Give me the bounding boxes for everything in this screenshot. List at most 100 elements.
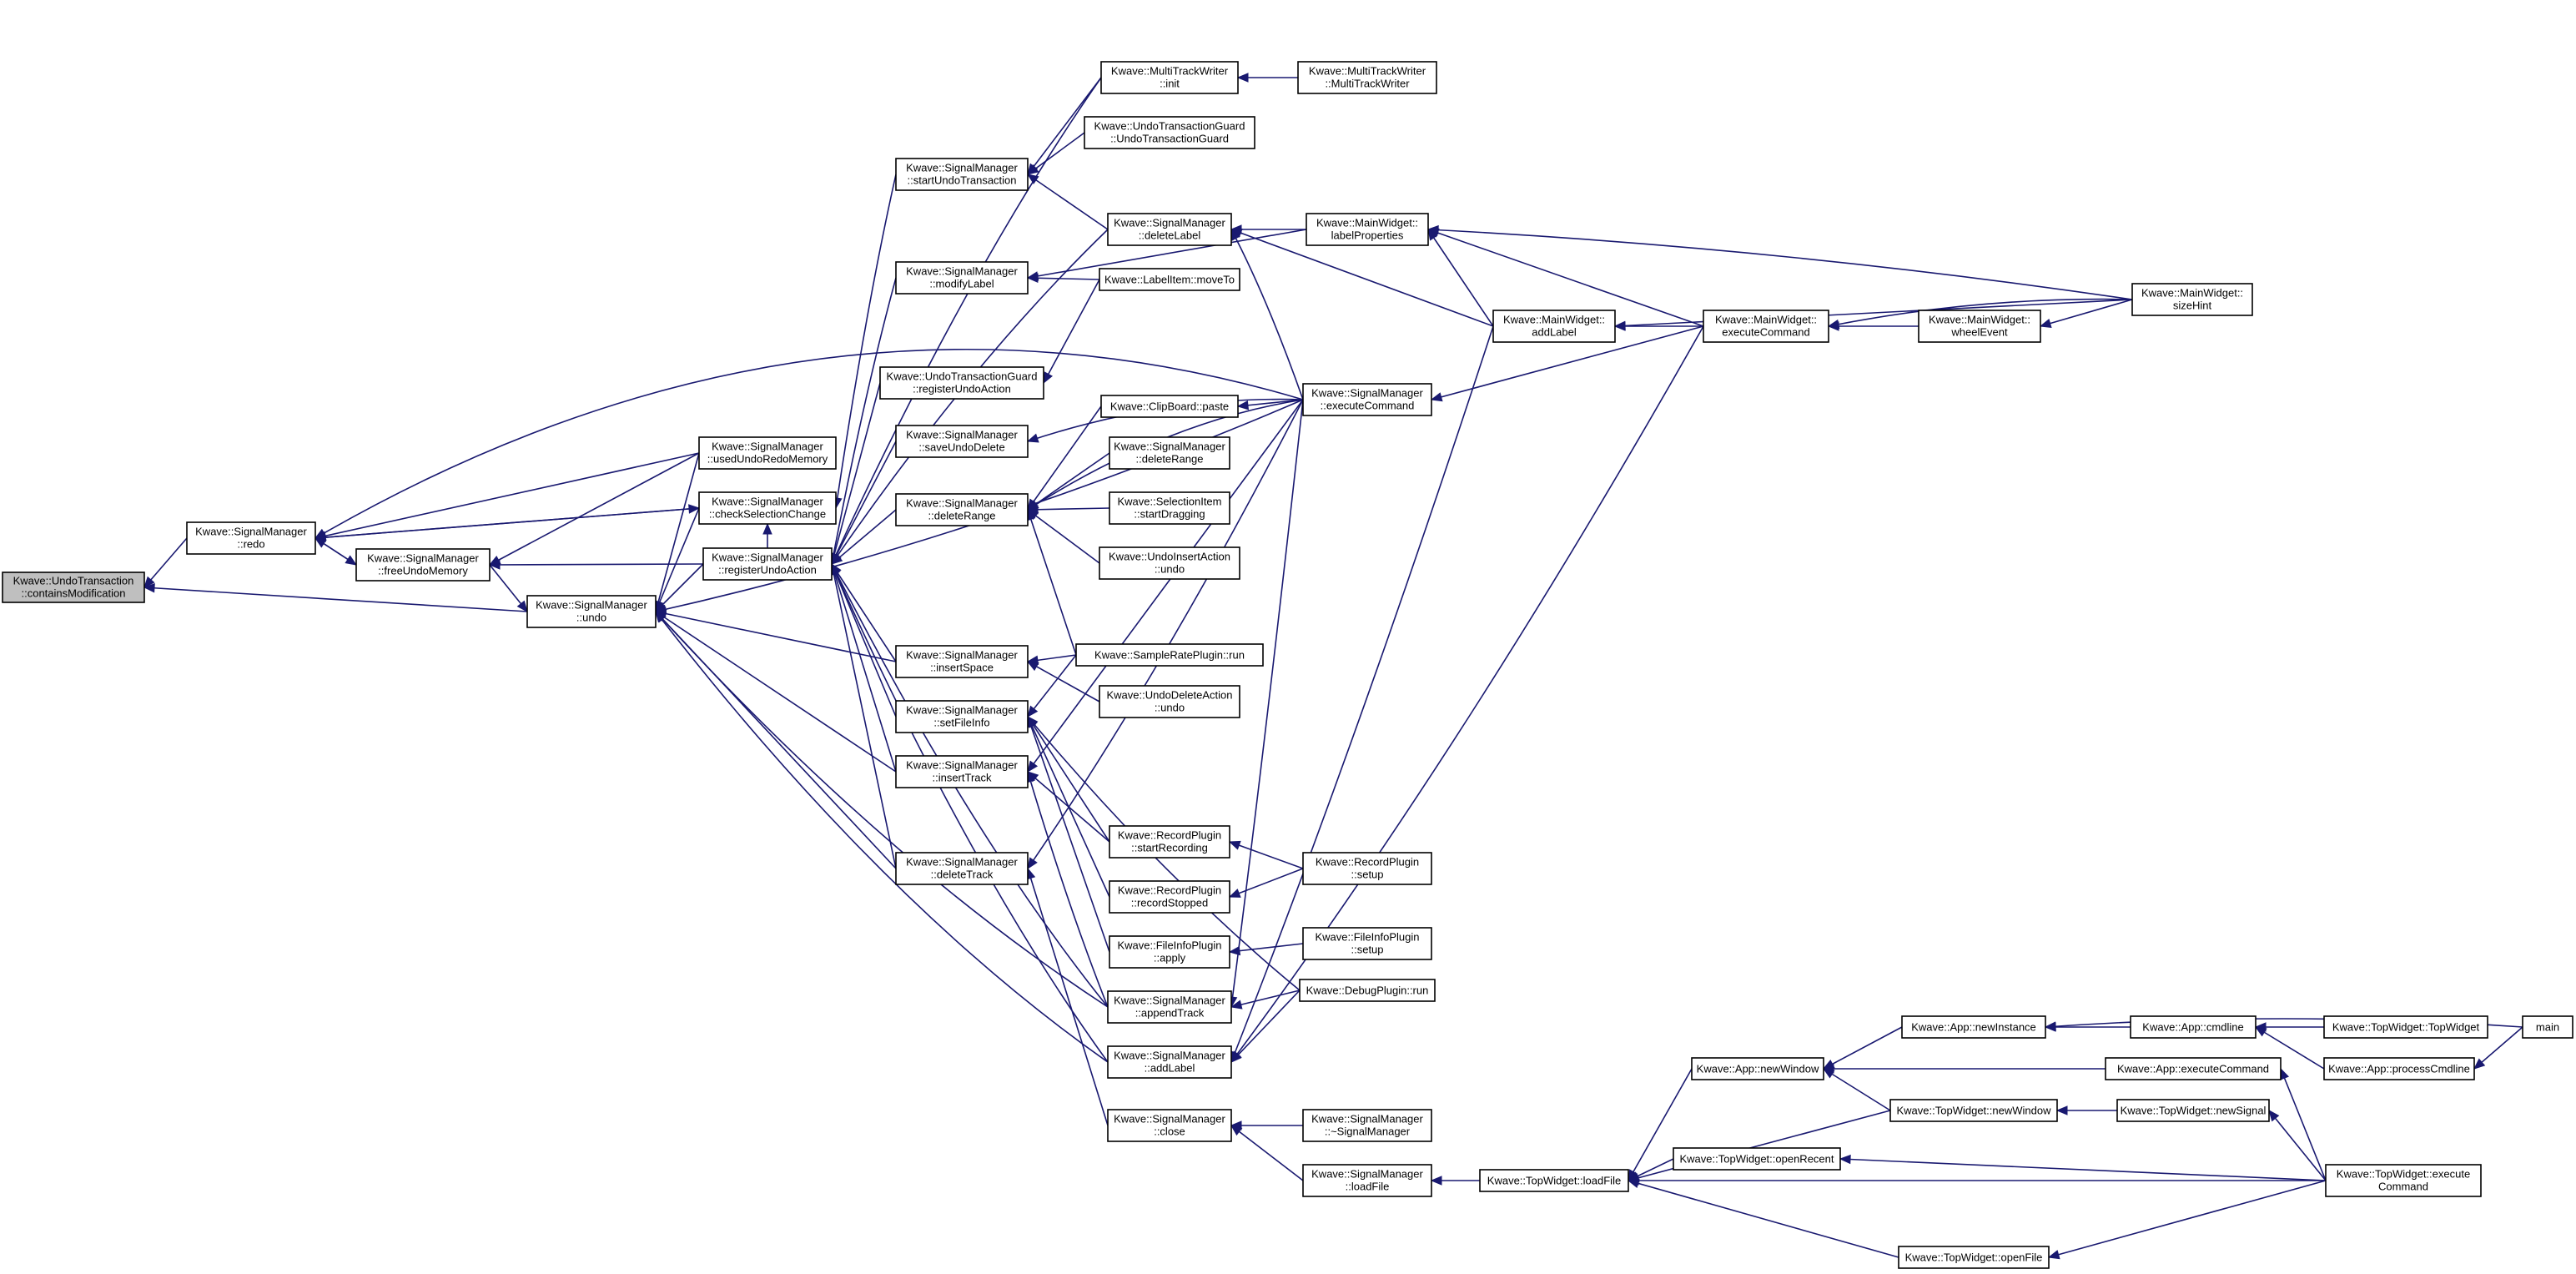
node-containsModification[interactable]: Kwave::UndoTransaction::containsModifica… xyxy=(2,572,145,603)
node-label: Kwave::App::newWindow xyxy=(1697,1062,1819,1075)
node-mwAddLabel[interactable]: Kwave::MainWidget::addLabel xyxy=(1492,310,1616,343)
node-modifyLabel[interactable]: Kwave::SignalManager::modifyLabel xyxy=(895,261,1029,295)
edge-mwExecuteCommand-to-addLabelSM xyxy=(1230,325,1704,1064)
node-recordPluginRecordStopped[interactable]: Kwave::RecordPlugin::recordStopped xyxy=(1109,880,1230,914)
node-smDeleteRange2[interactable]: Kwave::SignalManager::deleteRange xyxy=(1109,436,1230,470)
node-mwLabelProperties[interactable]: Kwave::MainWidget::labelProperties xyxy=(1306,213,1429,246)
node-insertTrack[interactable]: Kwave::SignalManager::insertTrack xyxy=(895,755,1029,788)
node-box xyxy=(1889,1099,2058,1122)
node-fileInfoPluginApply[interactable]: Kwave::FileInfoPlugin::apply xyxy=(1109,935,1230,969)
edge-labelItemMoveTo-to-modifyLabel xyxy=(1026,273,1100,284)
edge-line xyxy=(831,563,897,773)
edge-arrowhead xyxy=(1027,705,1039,718)
node-smClose[interactable]: Kwave::SignalManager::close xyxy=(1107,1109,1232,1142)
node-main[interactable]: main xyxy=(2522,1015,2573,1039)
node-appendTrack[interactable]: Kwave::SignalManager::appendTrack xyxy=(1107,990,1232,1024)
node-smExecuteCommand[interactable]: Kwave::SignalManager::executeCommand xyxy=(1302,383,1432,416)
edge-debugPluginRun-to-setFileInfo xyxy=(1027,716,1301,991)
node-smDtor[interactable]: Kwave::SignalManager::~SignalManager xyxy=(1302,1109,1432,1142)
edge-twNewWindow-to-appNewWindow xyxy=(1822,1068,1891,1111)
node-undoDeleteActionUndo[interactable]: Kwave::UndoDeleteAction::undo xyxy=(1099,685,1240,718)
edge-insertTrack-to-undo xyxy=(654,611,897,773)
edge-line xyxy=(1230,1125,1304,1181)
node-label-line1: Kwave::SignalManager xyxy=(367,551,479,564)
edge-arrowhead xyxy=(1027,716,1039,728)
edge-line xyxy=(1027,174,1109,230)
node-box xyxy=(2323,1015,2488,1039)
node-box xyxy=(526,595,657,628)
node-checkSelectionChange[interactable]: Kwave::SignalManager::checkSelectionChan… xyxy=(698,491,837,525)
edge-line xyxy=(835,174,897,509)
node-mtwInit[interactable]: Kwave::MultiTrackWriter::init xyxy=(1100,61,1239,94)
node-clipBoardPaste[interactable]: Kwave::ClipBoard::paste xyxy=(1100,395,1239,418)
edge-line xyxy=(831,563,897,662)
node-registerUndoAction[interactable]: Kwave::SignalManager::registerUndoAction xyxy=(702,547,833,581)
edge-arrowhead xyxy=(655,610,667,623)
node-appProcessCmdline[interactable]: Kwave::App::processCmdline xyxy=(2323,1057,2475,1080)
node-selectionItemStartDragging[interactable]: Kwave::SelectionItem::startDragging xyxy=(1109,491,1230,525)
node-recordPluginSetup[interactable]: Kwave::RecordPlugin::setup xyxy=(1302,852,1432,885)
node-box xyxy=(2105,1057,2282,1080)
node-box xyxy=(1099,685,1240,718)
node-appNewWindow[interactable]: Kwave::App::newWindow xyxy=(1691,1057,1824,1080)
node-fileInfoPluginSetup[interactable]: Kwave::FileInfoPlugin::setup xyxy=(1302,927,1432,960)
node-box xyxy=(1099,268,1240,291)
node-label-line2: wheelEvent xyxy=(1950,325,2008,338)
node-appCmdline[interactable]: Kwave::App::cmdline xyxy=(2130,1015,2257,1039)
node-appNewInstance[interactable]: Kwave::App::newInstance xyxy=(1901,1015,2046,1039)
node-twLoadFile[interactable]: Kwave::TopWidget::loadFile xyxy=(1479,1169,1629,1192)
node-undo[interactable]: Kwave::SignalManager::undo xyxy=(526,595,657,628)
node-undoInsertActionUndo[interactable]: Kwave::UndoInsertAction::undo xyxy=(1099,546,1240,580)
node-utgCtor[interactable]: Kwave::UndoTransactionGuard::UndoTransac… xyxy=(1084,116,1255,149)
node-redo[interactable]: Kwave::SignalManager::redo xyxy=(186,521,316,555)
node-usedUndoRedoMemory[interactable]: Kwave::SignalManager::usedUndoRedoMemory xyxy=(698,436,837,470)
node-deleteRange[interactable]: Kwave::SignalManager::deleteRange xyxy=(895,493,1029,526)
node-label-line2: ::MultiTrackWriter xyxy=(1325,77,1410,89)
edge-arrowhead xyxy=(688,504,701,514)
node-box xyxy=(1109,436,1230,470)
node-label: Kwave::App::processCmdline xyxy=(2328,1062,2470,1075)
node-smLoadFile[interactable]: Kwave::SignalManager::loadFile xyxy=(1302,1164,1432,1197)
node-twExecuteCommand[interactable]: Kwave::TopWidget::executeCommand xyxy=(2325,1164,2482,1197)
edge-line xyxy=(2048,1180,2327,1258)
node-twOpenRecent[interactable]: Kwave::TopWidget::openRecent xyxy=(1673,1147,1841,1171)
edge-redo-to-freeUndoMemory xyxy=(314,537,358,566)
edge-usedUndoRedoMemory-to-freeUndoMemory xyxy=(488,452,700,566)
node-saveUndoDelete[interactable]: Kwave::SignalManager::saveUndoDelete xyxy=(895,425,1029,458)
node-labelItemMoveTo[interactable]: Kwave::LabelItem::moveTo xyxy=(1099,268,1240,291)
node-label-line1: Kwave::MainWidget:: xyxy=(1715,313,1817,325)
node-utgRegisterUndoAction[interactable]: Kwave::UndoTransactionGuard::registerUnd… xyxy=(879,366,1044,400)
node-twNewWindow[interactable]: Kwave::TopWidget::newWindow xyxy=(1889,1099,2058,1122)
node-deleteLabel[interactable]: Kwave::SignalManager::deleteLabel xyxy=(1107,213,1232,246)
node-box xyxy=(2,572,145,603)
node-freeUndoMemory[interactable]: Kwave::SignalManager::freeUndoMemory xyxy=(355,548,491,582)
node-label-line1: Kwave::SignalManager xyxy=(1114,440,1225,452)
node-recordPluginStartRecording[interactable]: Kwave::RecordPlugin::startRecording xyxy=(1109,825,1230,859)
node-setFileInfo[interactable]: Kwave::SignalManager::setFileInfo xyxy=(895,700,1029,733)
node-deleteTrack[interactable]: Kwave::SignalManager::deleteTrack xyxy=(895,852,1029,885)
node-addLabelSM[interactable]: Kwave::SignalManager::addLabel xyxy=(1107,1045,1232,1079)
node-twNewSignal[interactable]: Kwave::TopWidget::newSignal xyxy=(2116,1099,2270,1122)
node-label-line1: Kwave::SignalManager xyxy=(1311,1167,1423,1180)
edge-arrowhead xyxy=(1839,1154,1851,1165)
edge-line xyxy=(1828,298,2133,327)
node-debugPluginRun[interactable]: Kwave::DebugPlugin::run xyxy=(1299,979,1436,1002)
node-twTopWidget[interactable]: Kwave::TopWidget::TopWidget xyxy=(2323,1015,2488,1039)
node-appExecuteCommand[interactable]: Kwave::App::executeCommand xyxy=(2105,1057,2282,1080)
node-label-line2: ::freeUndoMemory xyxy=(378,564,468,577)
edge-deleteTrack-to-registerUndoAction xyxy=(828,562,897,869)
node-mwWheelEvent[interactable]: Kwave::MainWidget::wheelEvent xyxy=(1918,310,2041,343)
edge-line xyxy=(655,611,1109,1008)
node-startUndoTransaction[interactable]: Kwave::SignalManager::startUndoTransacti… xyxy=(895,158,1029,191)
node-insertSpace[interactable]: Kwave::SignalManager::insertSpace xyxy=(895,645,1029,678)
node-twOpenFile[interactable]: Kwave::TopWidget::openFile xyxy=(1898,1246,2050,1269)
edge-debugPluginRun-to-appendTrack xyxy=(1230,989,1301,1010)
node-label-line1: Kwave::SignalManager xyxy=(536,598,647,611)
node-label-line2: ::deleteLabel xyxy=(1139,229,1201,241)
node-mtwCtor[interactable]: Kwave::MultiTrackWriter::MultiTrackWrite… xyxy=(1297,61,1437,94)
node-sampleRatePluginRun[interactable]: Kwave::SampleRatePlugin::run xyxy=(1075,643,1264,667)
node-label-line1: Kwave::SignalManager xyxy=(906,161,1018,174)
node-mwSizeHint[interactable]: Kwave::MainWidget::sizeHint xyxy=(2131,283,2253,316)
node-label: Kwave::TopWidget::newSignal xyxy=(2121,1104,2267,1116)
node-mwExecuteCommand[interactable]: Kwave::MainWidget::executeCommand xyxy=(1703,310,1829,343)
